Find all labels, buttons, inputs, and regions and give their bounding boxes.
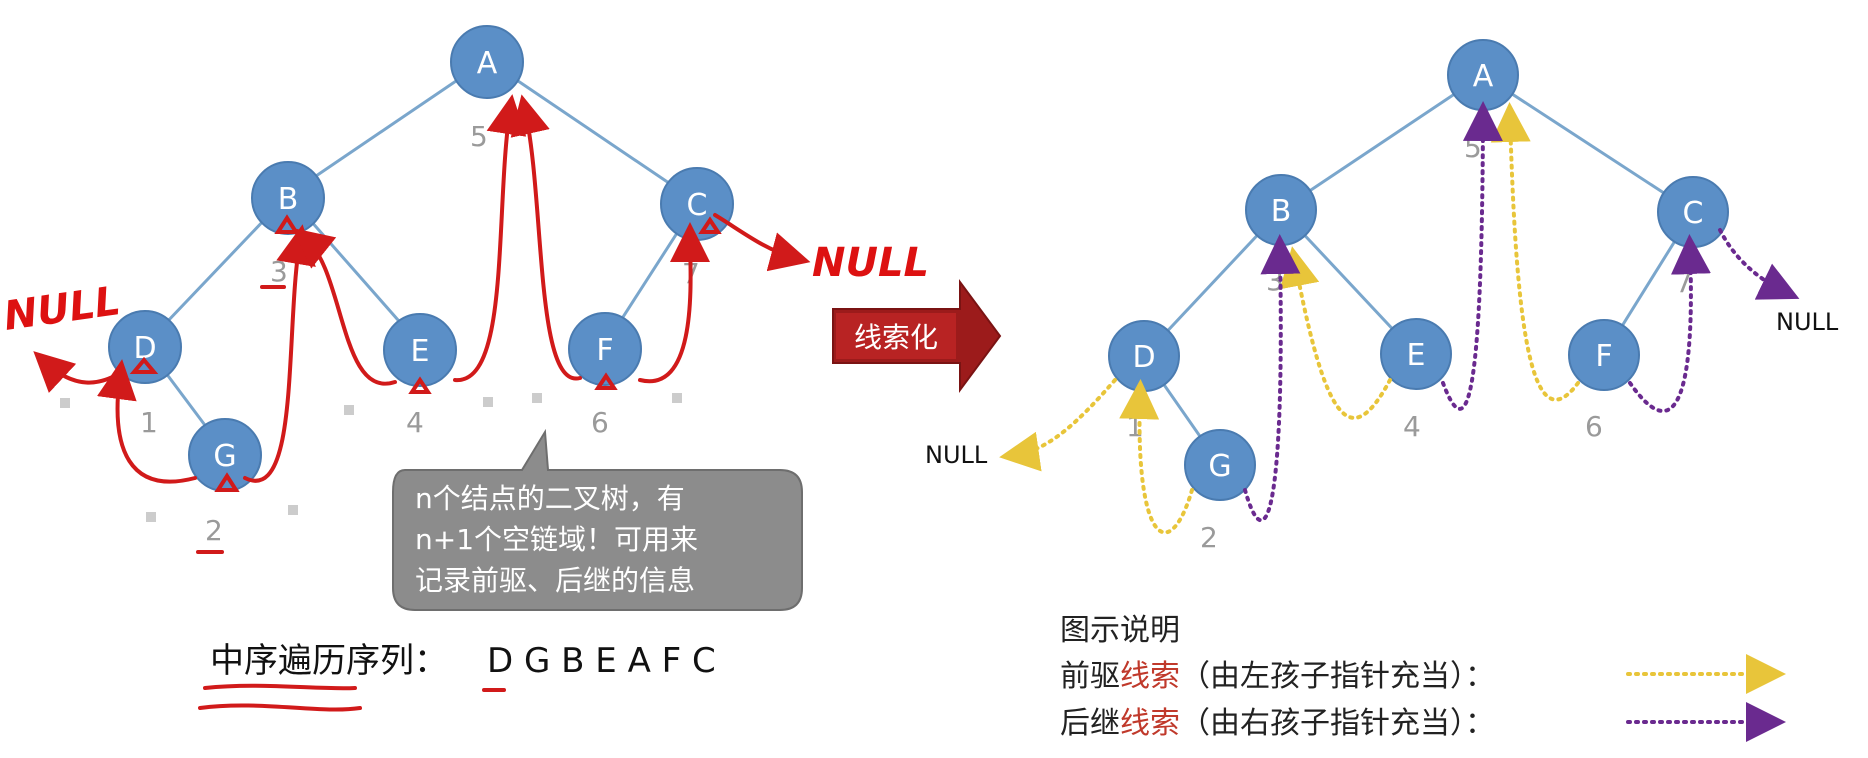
legend-predecessor: 前驱线索（由左孩子指针充当）： <box>1060 659 1495 694</box>
legend-title: 图示说明 <box>1060 613 1180 648</box>
svg-text:G: G <box>1208 449 1231 484</box>
right-null-right: NULL <box>1776 308 1839 336</box>
left-node-F: F <box>568 312 642 386</box>
left-node-G: G <box>188 418 262 492</box>
svg-text:F: F <box>596 333 613 368</box>
callout-line-2: n+1个空链域！可用来 <box>415 523 698 556</box>
right-null-left: NULL <box>925 441 988 469</box>
legend-successor: 后继线索（由右孩子指针充当）： <box>1060 706 1495 741</box>
svg-text:A: A <box>1473 59 1494 94</box>
left-order-B: 3 <box>270 255 288 288</box>
right-node-G: G <box>1184 429 1256 501</box>
right-order-G: 2 <box>1200 521 1218 554</box>
predecessor-threads <box>999 102 1580 535</box>
left-node-C: C <box>660 167 734 241</box>
legend: 图示说明 前驱线索（由左孩子指针充当）： 后继线索（由右孩子指针充当）： <box>1060 613 1786 742</box>
threading-arrow-label: 线索化 <box>854 321 938 354</box>
right-tree: A B C D E F G 1 2 3 4 5 6 7 NULL NULL <box>925 39 1839 554</box>
svg-text:D: D <box>1132 340 1155 375</box>
svg-text:G: G <box>213 439 236 474</box>
left-order-E: 4 <box>406 406 424 439</box>
left-null-right-handwritten: NULL <box>812 240 929 286</box>
right-node-F: F <box>1568 319 1640 391</box>
left-order-G: 2 <box>205 514 223 547</box>
svg-text:C: C <box>687 188 708 223</box>
right-tree-edges <box>1142 73 1695 466</box>
left-tree: A B C D E F G 1 2 3 4 5 6 7 <box>1 25 929 554</box>
left-order-F: 6 <box>591 406 609 439</box>
inorder-label: 中序遍历序列： <box>210 641 448 681</box>
inorder-caption: 中序遍历序列： D G B E A F C <box>198 641 716 712</box>
inorder-underlines <box>198 683 506 712</box>
callout-line-1: n个结点的二叉树，有 <box>415 482 685 515</box>
right-node-D: D <box>1108 320 1180 392</box>
callout-line-3: 记录前驱、后继的信息 <box>415 564 695 597</box>
left-null-left-handwritten: NULL <box>1 278 123 340</box>
right-order-F: 6 <box>1585 410 1603 443</box>
inorder-sequence: D G B E A F C <box>487 641 716 681</box>
svg-text:E: E <box>1407 338 1426 373</box>
left-handwritten-threads <box>33 94 811 554</box>
svg-text:C: C <box>1683 196 1704 231</box>
svg-text:B: B <box>278 182 299 217</box>
left-node-E: E <box>383 313 457 387</box>
left-node-A: A <box>450 25 524 99</box>
right-node-A: A <box>1447 39 1519 111</box>
right-node-C: C <box>1657 176 1729 248</box>
left-node-B: B <box>251 161 325 235</box>
right-order-E: 4 <box>1403 410 1421 443</box>
svg-text:F: F <box>1595 339 1612 374</box>
svg-text:E: E <box>411 334 430 369</box>
right-node-B: B <box>1245 174 1317 246</box>
callout-bubble: n个结点的二叉树，有 n+1个空链域！可用来 记录前驱、后继的信息 <box>392 428 803 611</box>
left-order-A: 5 <box>470 120 488 153</box>
svg-text:B: B <box>1271 194 1292 229</box>
left-order-D: 1 <box>140 406 158 439</box>
svg-text:A: A <box>477 46 498 81</box>
right-order-A: 5 <box>1464 131 1482 164</box>
successor-threads <box>1243 101 1800 523</box>
left-null-stubs <box>60 393 682 522</box>
svg-text:D: D <box>133 331 156 366</box>
right-node-E: E <box>1380 318 1452 390</box>
threading-arrow: 线索化 <box>832 278 1002 394</box>
